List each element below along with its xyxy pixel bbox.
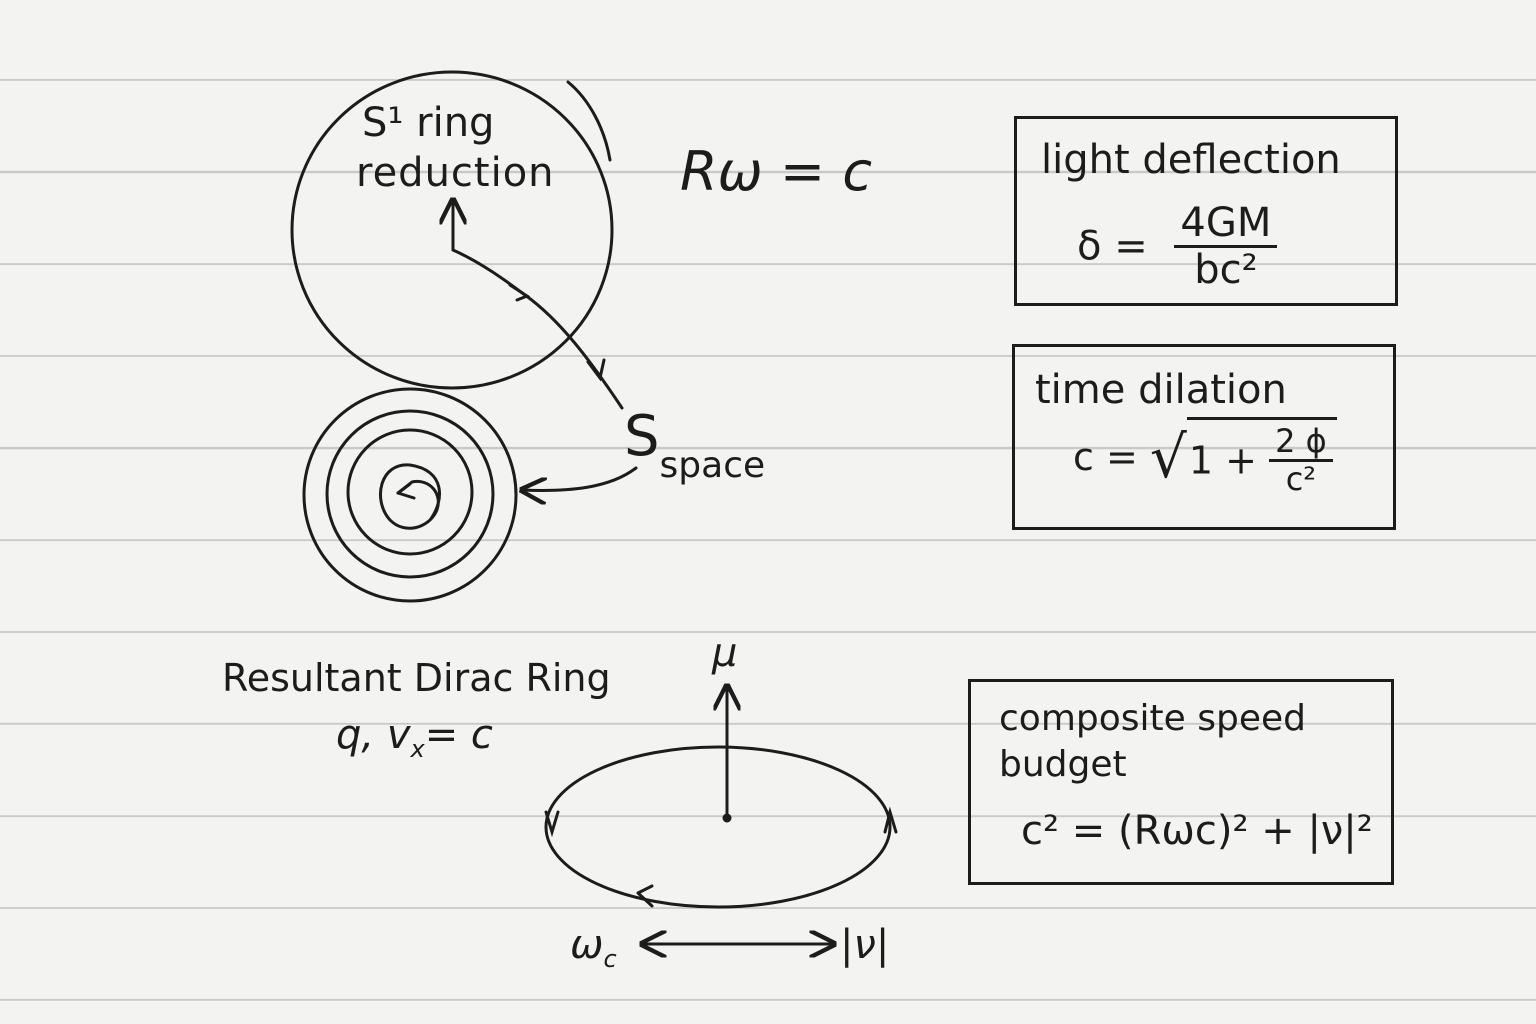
box-equation: δ = 4GM bc²	[1077, 201, 1278, 292]
box-title-line2: budget	[999, 744, 1127, 785]
space-to-spiral-arrow	[522, 466, 638, 490]
ring-label-line1: S¹ ring	[362, 100, 495, 146]
box-title: time dilation	[1035, 367, 1287, 413]
s-space-main: S	[624, 404, 660, 469]
s-space-sub: space	[659, 445, 766, 486]
dirac-subtitle: q, vx= c	[336, 712, 493, 763]
composite-speed-budget-box: composite speed budget c² = (Rωc)² + |ν|…	[968, 679, 1394, 885]
dirac-title: Resultant Dirac Ring	[222, 656, 611, 700]
nu-magnitude-label: |ν|	[840, 922, 890, 968]
box-title-line1: composite speed	[999, 698, 1306, 739]
spiral-ring-4	[302, 387, 518, 603]
ring-label-line2: reduction	[356, 150, 555, 196]
relation-rw-c: Rω = c	[680, 140, 873, 203]
s-space-label: Sspace	[624, 404, 765, 486]
s1-ring-circle	[290, 70, 614, 390]
box-equation: c = √ 1 + 2 ϕ c²	[1073, 417, 1337, 497]
box-equation: c² = (Rωc)² + |ν|²	[1021, 808, 1373, 854]
mu-label: μ	[712, 630, 738, 676]
sqrt-sign: √	[1149, 423, 1187, 492]
omega-c-label: ωc	[570, 922, 617, 973]
spiral-core	[379, 463, 442, 530]
dirac-ring-ellipse	[544, 745, 892, 909]
light-deflection-box: light deflection δ = 4GM bc²	[1014, 116, 1398, 306]
ring-to-space-arrow	[451, 248, 624, 410]
time-dilation-box: time dilation c = √ 1 + 2 ϕ c²	[1012, 344, 1396, 530]
box-title: light deflection	[1041, 137, 1341, 183]
